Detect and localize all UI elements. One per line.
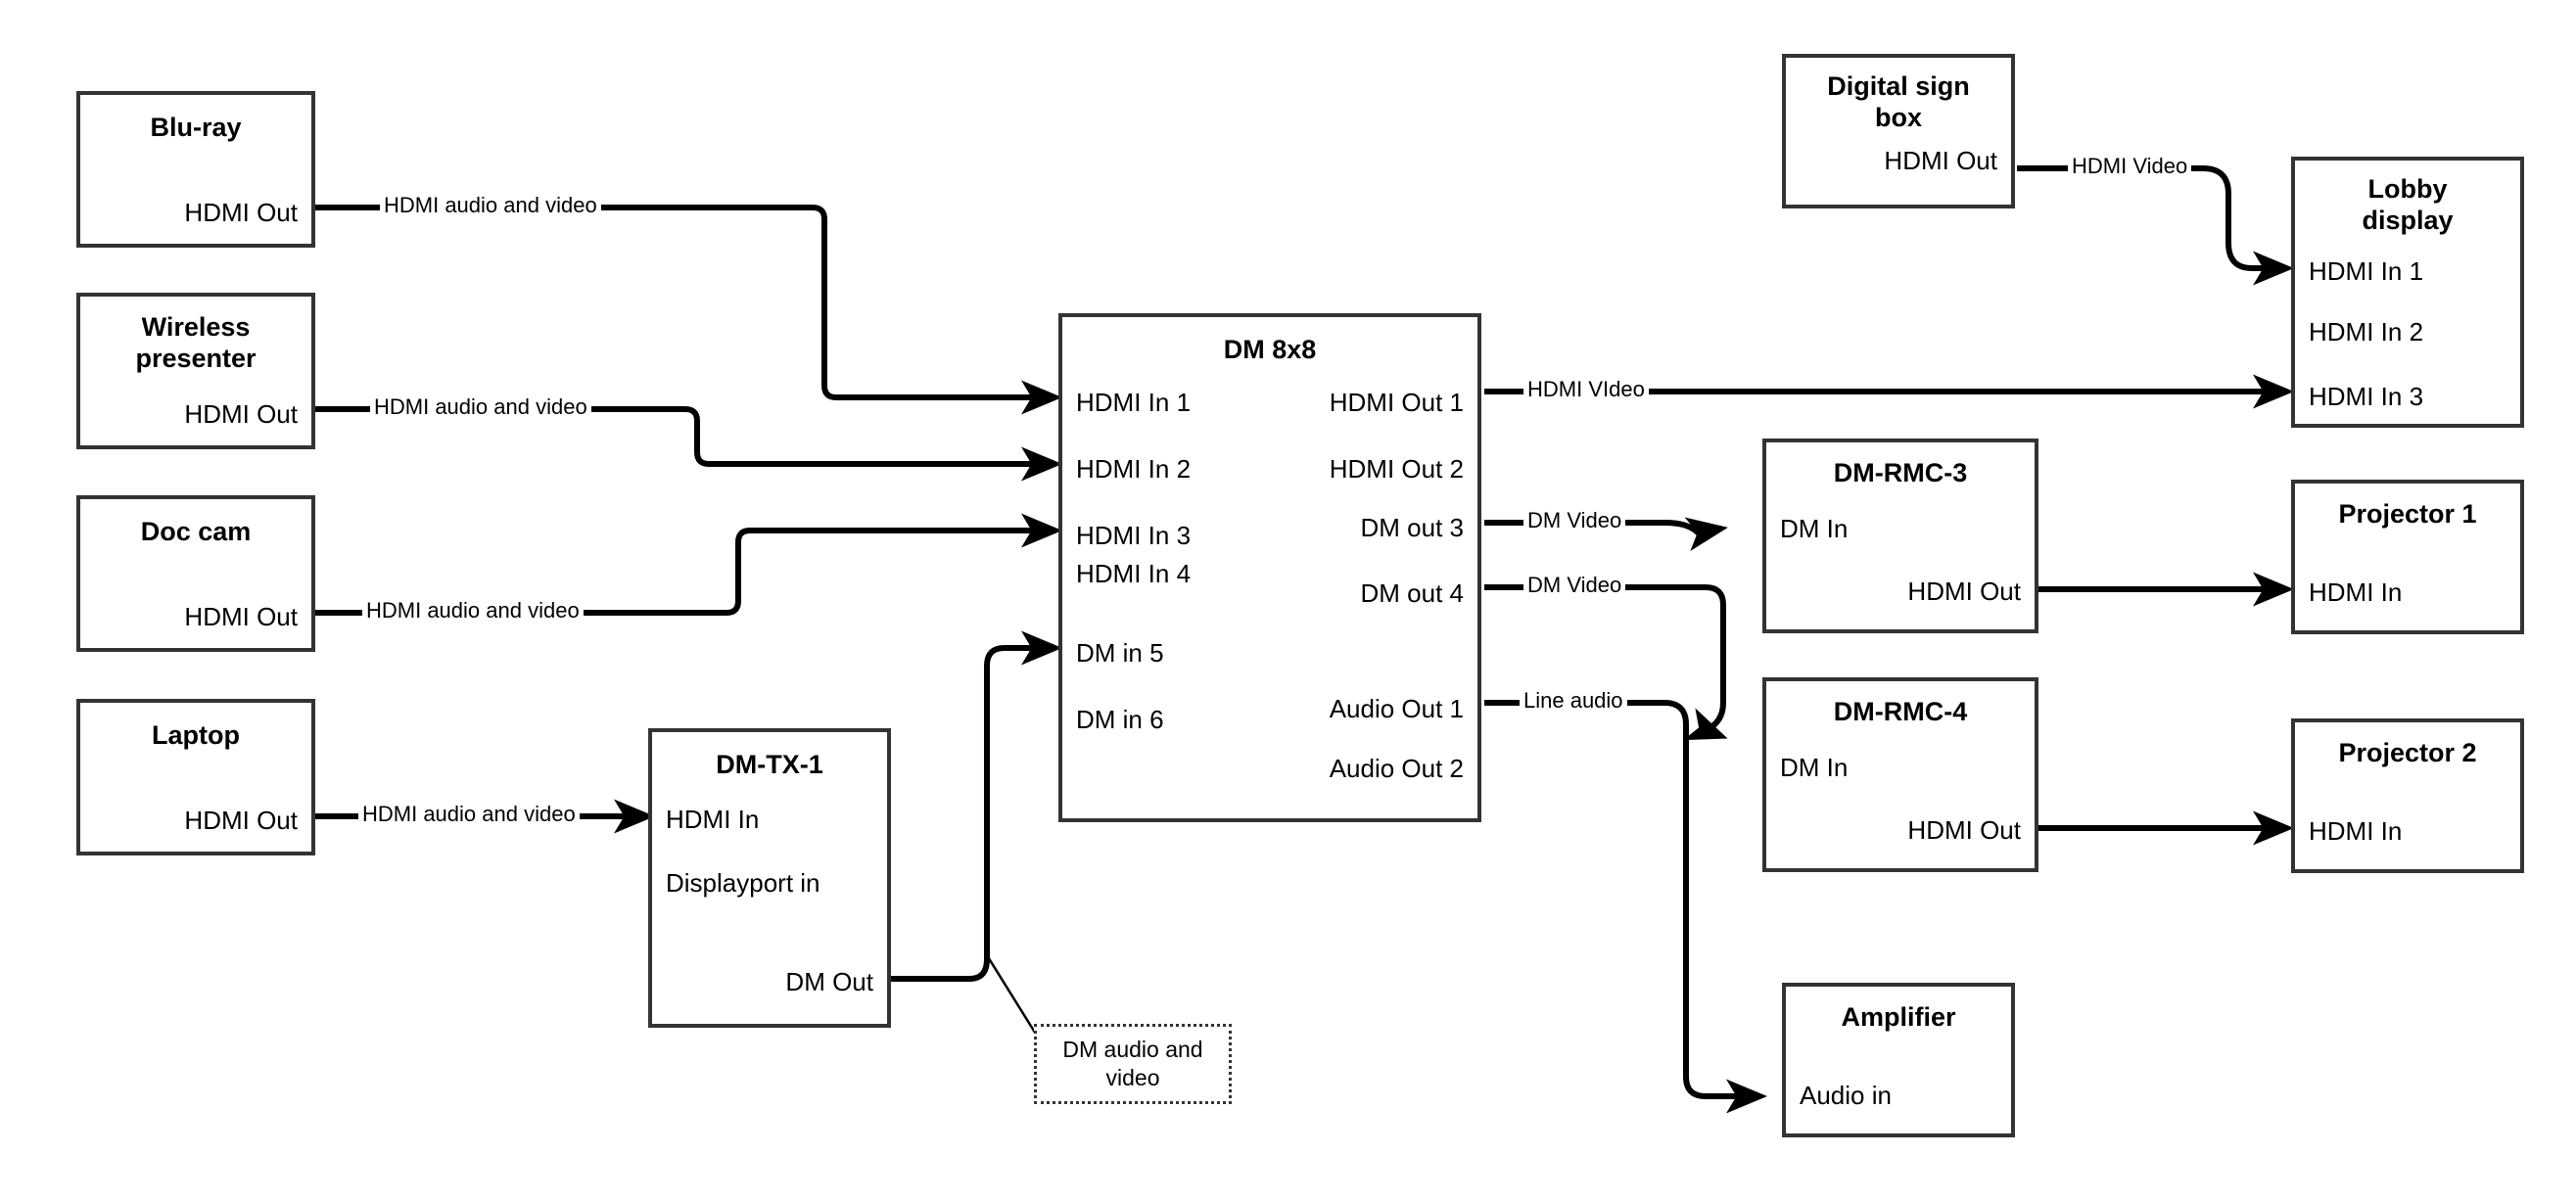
node-lobby-display[interactable]: Lobby display HDMI In 1 HDMI In 2 HDMI I… — [2291, 157, 2524, 428]
port-lobby-display-hdmi-in-2[interactable]: HDMI In 2 — [2309, 317, 2424, 346]
edge-dm8x8-to-dmrmc4 — [1484, 584, 1728, 741]
node-wireless-presenter[interactable]: Wireless presenter HDMI Out — [76, 293, 315, 449]
node-dm-8x8-title: DM 8x8 — [1223, 335, 1317, 364]
port-lobby-display-hdmi-in-1[interactable]: HDMI In 1 — [2309, 256, 2424, 286]
callout-dm-audio-and-video: DM audio and video — [1034, 1024, 1232, 1104]
node-dm-tx-1[interactable]: DM-TX-1 HDMI In Displayport in DM Out — [648, 728, 891, 1028]
node-digital-sign-box-title-line1: Digital sign — [1827, 71, 1970, 101]
port-wireless-presenter-hdmi-out[interactable]: HDMI Out — [184, 399, 298, 429]
edge-bluray-to-dm8x8 — [315, 205, 1062, 415]
node-lobby-display-title-line1: Lobby — [2367, 174, 2448, 204]
port-amplifier-audio-in[interactable]: Audio in — [1800, 1081, 1892, 1110]
node-wireless-presenter-title-line1: Wireless — [141, 312, 251, 342]
port-dm-8x8-hdmi-out-2[interactable]: HDMI Out 2 — [1329, 454, 1464, 484]
edge-dm8x8-to-amplifier — [1484, 700, 1767, 1114]
port-blu-ray-hdmi-out[interactable]: HDMI Out — [184, 198, 298, 227]
node-doc-cam-title: Doc cam — [140, 517, 252, 546]
edge-label-laptop: HDMI audio and video — [358, 802, 580, 827]
node-lobby-display-title-line2: display — [2362, 206, 2454, 235]
edge-label-digital-sign: HDMI Video — [2068, 154, 2192, 179]
callout-leader-line — [985, 954, 1044, 1044]
edge-digitalsign-to-lobby — [2017, 165, 2294, 286]
edge-label-bluray: HDMI audio and video — [380, 193, 601, 218]
port-dm-8x8-hdmi-in-2[interactable]: HDMI In 2 — [1076, 454, 1192, 484]
node-laptop-title: Laptop — [152, 720, 240, 750]
node-dm-8x8[interactable]: DM 8x8 HDMI In 1 HDMI In 2 HDMI In 3 HDM… — [1058, 313, 1481, 822]
node-projector-2[interactable]: Projector 2 HDMI In — [2291, 718, 2524, 873]
port-projector-1-hdmi-in[interactable]: HDMI In — [2309, 577, 2403, 607]
port-dm-tx-1-displayport-in[interactable]: Displayport in — [666, 868, 820, 898]
callout-line-2: video — [1105, 1065, 1160, 1090]
node-dm-rmc-3-title: DM-RMC-3 — [1833, 458, 1968, 487]
edge-label-audio-out-1: Line audio — [1520, 688, 1627, 714]
node-wireless-presenter-title-line2: presenter — [135, 344, 257, 373]
node-digital-sign-box-title-line2: box — [1874, 103, 1922, 132]
port-dm-8x8-hdmi-in-1[interactable]: HDMI In 1 — [1076, 388, 1192, 417]
port-dm-tx-1-dm-out[interactable]: DM Out — [785, 967, 873, 996]
port-digital-sign-box-hdmi-out[interactable]: HDMI Out — [1884, 146, 1997, 175]
node-amplifier[interactable]: Amplifier Audio in — [1782, 983, 2015, 1137]
edge-label-dm-out-4: DM Video — [1523, 573, 1626, 598]
port-doc-cam-hdmi-out[interactable]: HDMI Out — [184, 602, 298, 631]
node-dm-rmc-4[interactable]: DM-RMC-4 DM In HDMI Out — [1762, 677, 2038, 872]
port-dm-8x8-dm-in-5[interactable]: DM in 5 — [1076, 638, 1164, 668]
node-dm-rmc-3[interactable]: DM-RMC-3 DM In HDMI Out — [1762, 439, 2038, 633]
node-doc-cam[interactable]: Doc cam HDMI Out — [76, 495, 315, 652]
edge-label-doccam: HDMI audio and video — [362, 598, 584, 624]
node-blu-ray-title: Blu-ray — [150, 113, 242, 142]
port-projector-2-hdmi-in[interactable]: HDMI In — [2309, 816, 2403, 846]
port-dm-rmc-4-dm-in[interactable]: DM In — [1780, 753, 1849, 782]
callout-line-1: DM audio and — [1062, 1037, 1203, 1063]
edge-label-dm-out-3: DM Video — [1523, 508, 1626, 533]
node-digital-sign-box[interactable]: Digital sign box HDMI Out — [1782, 54, 2015, 208]
node-laptop[interactable]: Laptop HDMI Out — [76, 699, 315, 855]
port-dm-8x8-audio-out-2[interactable]: Audio Out 2 — [1329, 754, 1464, 783]
port-dm-rmc-3-dm-in[interactable]: DM In — [1780, 514, 1849, 543]
edge-dm8x8-to-dmrmc3 — [1484, 517, 1728, 552]
port-dm-8x8-audio-out-1[interactable]: Audio Out 1 — [1329, 694, 1464, 723]
node-amplifier-title: Amplifier — [1841, 1002, 1956, 1032]
edge-doccam-to-dm8x8 — [315, 513, 1062, 616]
node-projector-1-title: Projector 1 — [2338, 499, 2477, 529]
node-blu-ray[interactable]: Blu-ray HDMI Out — [76, 91, 315, 248]
port-lobby-display-hdmi-in-3[interactable]: HDMI In 3 — [2309, 382, 2424, 411]
node-dm-rmc-4-title: DM-RMC-4 — [1833, 697, 1968, 726]
edge-label-hdmi-out-1: HDMI VIdeo — [1523, 377, 1649, 402]
edge-label-wireless: HDMI audio and video — [370, 394, 591, 420]
port-dm-8x8-hdmi-out-1[interactable]: HDMI Out 1 — [1329, 388, 1464, 417]
port-dm-8x8-hdmi-in-4[interactable]: HDMI In 4 — [1076, 559, 1192, 588]
port-dm-8x8-hdmi-in-3[interactable]: HDMI In 3 — [1076, 521, 1192, 550]
port-dm-rmc-3-hdmi-out[interactable]: HDMI Out — [1907, 577, 2021, 606]
node-projector-1[interactable]: Projector 1 HDMI In — [2291, 480, 2524, 634]
edge-wireless-to-dm8x8 — [315, 406, 1062, 482]
port-dm-8x8-dm-out-3[interactable]: DM out 3 — [1360, 513, 1465, 542]
port-dm-tx-1-hdmi-in[interactable]: HDMI In — [666, 805, 760, 834]
edge-dmtx1-to-dm8x8 — [891, 630, 1062, 982]
port-laptop-hdmi-out[interactable]: HDMI Out — [184, 806, 298, 835]
node-dm-tx-1-title: DM-TX-1 — [716, 750, 823, 779]
port-dm-8x8-dm-out-4[interactable]: DM out 4 — [1360, 578, 1465, 608]
port-dm-rmc-4-hdmi-out[interactable]: HDMI Out — [1907, 815, 2021, 845]
node-projector-2-title: Projector 2 — [2338, 738, 2477, 767]
port-dm-8x8-dm-in-6[interactable]: DM in 6 — [1076, 705, 1164, 734]
